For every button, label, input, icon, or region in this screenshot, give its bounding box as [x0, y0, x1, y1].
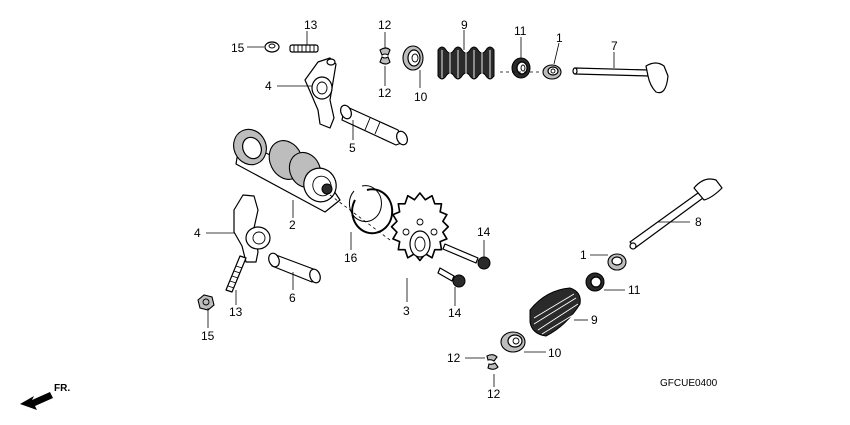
- part-stud-bolt-lower: [225, 255, 247, 293]
- callout-1-lower: 1: [580, 248, 587, 262]
- part-nut-top: [264, 41, 280, 53]
- callout-10-lower: 10: [548, 346, 562, 360]
- part-cotter-top: [379, 47, 391, 65]
- part-stem-seal-lower: [585, 272, 605, 292]
- part-camshaft: [233, 128, 341, 213]
- part-valve-spring-lower: [529, 287, 581, 337]
- diagram-code: GFCUE0400: [660, 378, 718, 389]
- callout-1-top: 1: [556, 31, 563, 45]
- callout-15-lower: 15: [201, 329, 215, 343]
- callout-11-lower: 11: [628, 283, 641, 297]
- part-valve-top: [572, 62, 669, 94]
- callout-13-lower: 13: [229, 305, 243, 319]
- callout-9-lower: 9: [591, 313, 598, 327]
- part-valve-spring-top: [437, 46, 495, 80]
- part-retainer-lower: [607, 253, 627, 271]
- part-rocker-arm-top: [304, 57, 337, 129]
- callout-labels: 15 13 12 12 9 11 1 7 4 10 5 2 4 16 14 8 …: [194, 18, 702, 401]
- callout-10-top: 10: [414, 90, 428, 104]
- callout-8: 8: [695, 215, 702, 229]
- callout-13-top: 13: [304, 18, 318, 32]
- callout-12-lower-a: 12: [447, 351, 461, 365]
- part-rocker-shaft-top: [340, 104, 408, 146]
- callout-6: 6: [289, 291, 296, 305]
- part-sprocket-bolt-upper: [442, 243, 491, 270]
- front-direction-marker: FR.: [20, 383, 70, 410]
- callout-9-top: 9: [461, 18, 468, 32]
- part-stem-seal-top: [511, 57, 531, 79]
- part-cam-sprocket: [390, 192, 450, 262]
- callout-5: 5: [349, 141, 356, 155]
- part-rocker-shaft-lower: [268, 252, 321, 284]
- callout-12-lower-b: 12: [487, 387, 501, 401]
- callout-4-top: 4: [265, 79, 272, 93]
- callout-4-lower: 4: [194, 226, 201, 240]
- callout-15-top: 15: [231, 41, 245, 55]
- part-spring-seat-top: [402, 45, 424, 71]
- callout-3: 3: [403, 304, 410, 318]
- part-cotter-lower: [486, 354, 499, 370]
- callout-12-top-a: 12: [378, 18, 392, 32]
- front-label: FR.: [54, 383, 70, 394]
- part-nut-lower: [197, 294, 215, 311]
- callout-14-lower: 14: [448, 306, 462, 320]
- callout-7: 7: [611, 39, 618, 53]
- part-stud-bolt-top: [289, 44, 319, 53]
- front-arrow-icon: [20, 392, 53, 410]
- callout-2: 2: [289, 218, 296, 232]
- callout-14-upper: 14: [477, 225, 491, 239]
- part-retainer-top: [542, 64, 562, 80]
- part-valve-lower: [629, 178, 723, 250]
- callout-16: 16: [344, 251, 358, 265]
- part-rocker-arm-lower: [233, 194, 271, 263]
- part-circlip: [348, 185, 394, 235]
- callout-11-top: 11: [514, 24, 527, 38]
- part-sprocket-bolt-lower: [437, 267, 466, 288]
- callout-12-top-b: 12: [378, 86, 392, 100]
- part-spring-seat-lower: [500, 331, 526, 353]
- leader-lines: [206, 30, 690, 387]
